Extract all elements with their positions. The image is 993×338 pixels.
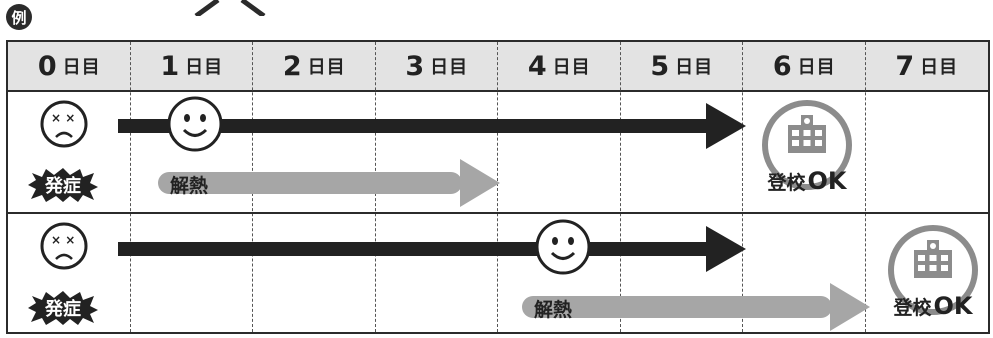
black-arrowhead [706,226,746,272]
smile-face-icon [167,96,223,152]
onset-tag: 発症 [28,167,98,203]
column-divider [497,42,498,332]
sad-face-icon: × × [40,100,88,148]
grey-fever-bar [158,172,462,194]
example-badge: 例 [6,4,32,30]
day-unit: 日目 [675,57,714,78]
sad-face-icon: × × [40,222,88,270]
day-number: 5 [650,50,670,82]
burst-icon [28,291,98,325]
day-number: 2 [282,50,302,82]
grey-arrowhead [830,283,870,331]
day-unit: 日目 [430,57,469,78]
day-header-1: 1 日目 [131,42,254,90]
row-divider [8,212,988,214]
onset-label: 発症 [45,176,81,197]
day-unit: 日目 [797,57,836,78]
day-header-4: 4 日目 [498,42,621,90]
day-unit: 日目 [552,57,591,78]
svg-text:× ×: × × [51,111,75,125]
burst-icon [28,168,98,202]
day-unit: 日目 [307,57,346,78]
top-decoration-icon [194,0,266,16]
black-arrowhead [706,103,746,149]
day-header-row: 0 日目 1 日目 2 日目 3 日目 4 日目 5 日目 6 日目 7 日目 [8,42,988,92]
fever-label: 解熱 [534,299,573,321]
fever-label: 解熱 [170,175,209,197]
day-unit: 日目 [62,57,101,78]
day-header-2: 2 日目 [253,42,376,90]
column-divider [865,42,866,332]
school-ok-label: 登校 [767,172,806,194]
school-ok-badge: 登校OK [878,222,988,332]
day-header-0: 0 日目 [8,42,131,90]
column-divider [742,42,743,332]
day-number: 7 [895,50,915,82]
school-ok-text: 登校OK [878,292,988,320]
grey-fever-bar [522,296,832,318]
day-number: 6 [772,50,792,82]
timeline-graphics: × × × × [40,96,870,331]
ok-suffix: OK [933,292,973,320]
school-ok-label: 登校 [893,297,932,319]
day-number: 1 [160,50,180,82]
school-ok-badge: 登校OK [752,97,862,207]
day-number: 0 [37,50,57,82]
smile-face-icon [535,219,591,275]
onset-tag: 発症 [28,290,98,326]
school-ok-text: 登校OK [752,167,862,195]
column-divider [130,42,131,332]
black-timeline-bar [118,119,708,133]
day-header-6: 6 日目 [743,42,866,90]
grey-arrowhead [460,159,500,207]
day-header-3: 3 日目 [376,42,499,90]
svg-text:× ×: × × [51,233,75,247]
ok-suffix: OK [807,167,847,195]
day-number: 3 [405,50,425,82]
day-header-5: 5 日目 [621,42,744,90]
black-timeline-bar [118,242,708,256]
column-divider [620,42,621,332]
school-icon [762,100,852,190]
day-unit: 日目 [185,57,224,78]
onset-label: 発症 [45,299,81,320]
school-icon [888,225,978,315]
day-unit: 日目 [920,57,959,78]
schedule-table: 0 日目 1 日目 2 日目 3 日目 4 日目 5 日目 6 日目 7 日目 [6,40,990,334]
day-header-7: 7 日目 [866,42,989,90]
day-number: 4 [527,50,547,82]
